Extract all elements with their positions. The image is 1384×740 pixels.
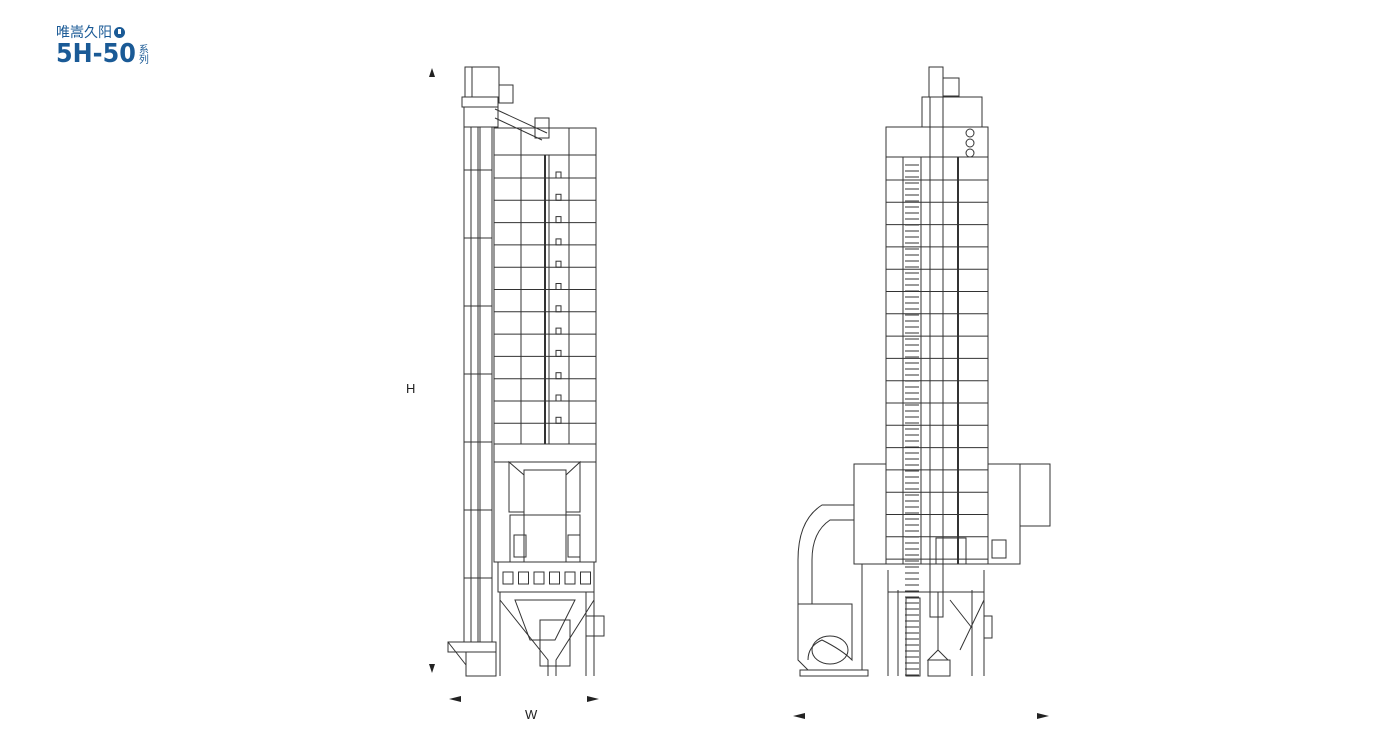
- arrow-left-icon: [449, 696, 461, 702]
- inspection-window: [555, 193, 562, 201]
- inspection-window: [555, 372, 562, 380]
- width-dimension-label: W: [525, 707, 538, 722]
- side-view: [447, 66, 605, 677]
- unloader-cell: [518, 571, 529, 585]
- inspection-window: [555, 238, 562, 246]
- brand-model: 5H-50: [56, 39, 136, 69]
- inspection-window: [555, 171, 562, 179]
- front-view: [797, 66, 1051, 677]
- unloader-cell: [580, 571, 591, 585]
- inspection-window: [555, 416, 562, 424]
- inspection-window: [555, 394, 562, 402]
- brand-name: 唯嵩久阳: [56, 25, 112, 41]
- inspection-window: [555, 349, 562, 357]
- brand-logo: 唯嵩久阳 5H-50 系列: [56, 22, 151, 67]
- arrow-left-icon: [793, 713, 805, 719]
- brand-name-row: 唯嵩久阳: [56, 22, 151, 42]
- brand-model-row: 5H-50 系列: [56, 41, 151, 67]
- unloader-cell: [502, 571, 514, 585]
- arrow-right-icon: [1037, 713, 1049, 719]
- inspection-window: [555, 260, 562, 268]
- unloader-cell: [533, 571, 545, 585]
- inspection-window: [555, 327, 562, 335]
- dimension-arrows: [429, 68, 1049, 719]
- arrow-right-icon: [587, 696, 599, 702]
- arrow-up-icon: [429, 68, 435, 77]
- inspection-window: [555, 283, 562, 290]
- unloader-cell: [549, 571, 560, 585]
- brand-series-label: 系列: [138, 45, 149, 66]
- arrow-down-icon: [429, 664, 435, 673]
- inspection-window: [555, 305, 562, 313]
- info-icon: [114, 26, 125, 38]
- unloader-cell: [564, 571, 576, 585]
- height-dimension-label: H: [406, 381, 416, 396]
- inspection-window: [555, 216, 562, 224]
